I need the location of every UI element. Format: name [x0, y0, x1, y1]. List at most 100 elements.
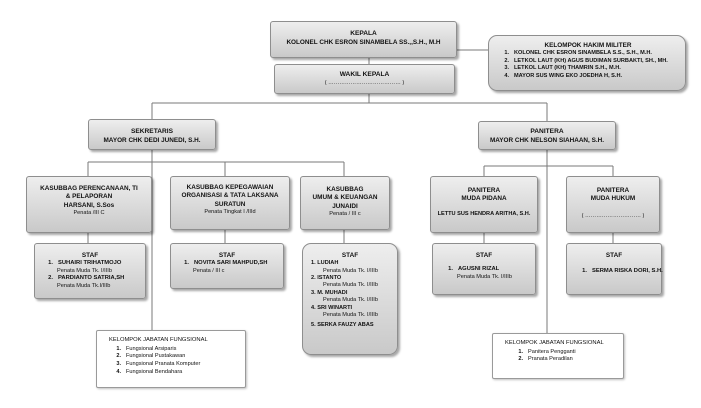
hakim-item-num: 4.	[504, 72, 509, 79]
fungsional-item: 2.Pranata Peradilan	[511, 356, 619, 364]
panmud-hukum-box: PANITERA MUDA HUKUM ( ………………………… )	[566, 176, 660, 233]
hakim-item-num: 3.	[504, 65, 509, 72]
staf-member: 3. M. MUHADI	[311, 290, 397, 297]
fungsional-item-num: 2.	[116, 353, 121, 360]
staf-member-name: SERMA RISKA DORI, S.H.	[592, 268, 663, 275]
hakim-item-num: 1.	[504, 50, 509, 57]
kepala-box: KEPALA KOLONEL CHK ESRON SINAMBELA SS.,,…	[270, 21, 457, 58]
panmud-pidana-line2: MUDA PIDANA	[461, 195, 507, 203]
staf-member-rank: Penata Muda Tk. I/IIIb	[323, 311, 378, 318]
wakil-name: ( ………………………………… )	[324, 79, 405, 86]
staf-member-num: 1.	[311, 260, 316, 267]
kasubbag-umum-rank: Penata / III c	[329, 210, 361, 217]
staf-member-rank: Penata Muda Tk. I/IIIb	[323, 297, 378, 304]
fungsional-item-text: Fungsional Bendahara	[126, 369, 183, 376]
hakim-box: KELOMPOK HAKIM MILITER 1. KOLONEL CHK ESR…	[488, 35, 686, 91]
staf-member: 1. NOVITA SARI MAHPUD,SH	[177, 260, 283, 268]
fungsional-item-text: Fungsional Pranata Komputer	[126, 361, 201, 368]
fungsional-kepaniteraan-box: KELOMPOK JABATAN FUNGSIONAL 1.Panitera P…	[492, 333, 624, 379]
staf-umum-box: STAF 1. LUDIAH Penata Muda Tk. I/IIIb 2.…	[302, 243, 398, 355]
fungsional-item-text: Pranata Peradilan	[528, 356, 573, 363]
panitera-name: MAYOR CHK NELSON SIAHAAN, S.H.	[489, 136, 605, 144]
kasubbag-kepegawaian-box: KASUBBAG KEPEGAWAIAN ORGANISASI & TATA L…	[170, 176, 290, 230]
fungsional-item-text: Fungsional Pustakawan	[126, 353, 186, 360]
staf-member-name: SERKA FAUZY ABAS	[317, 322, 374, 329]
hakim-item-text: LETKOL LAUT (KH) THAMRIN S.H., M.H.	[514, 65, 621, 72]
kasubbag-kepegawaian-line1: KASUBBAG KEPEGAWAIAN	[186, 184, 274, 191]
panmud-pidana-line1: PANITERA	[467, 187, 501, 194]
staf-member-name: NOVITA SARI MAHPUD,SH	[194, 260, 268, 267]
staf-member-name: ISTANTO	[317, 275, 342, 282]
staf-kepegawaian-box: STAF 1. NOVITA SARI MAHPUD,SH Penata / II…	[170, 243, 284, 289]
panmud-pidana-name: LETTU SUS HENDRA ARITHA, S.H.	[437, 210, 531, 217]
kasubbag-perencanaan-rank: Penata /III C	[73, 209, 105, 216]
hakim-item-text: MAYOR SUS WING EKO JOEDHA H, S.H.	[514, 72, 623, 79]
fungsional-sekretariat-box: KELOMPOK JABATAN FUNGSIONAL 1. Fungsional…	[96, 330, 246, 388]
fungsional-item: 1. Fungsional Arsiparis	[109, 346, 241, 354]
staf-member-rank: Penata Muda Tk.I/IIIb	[57, 282, 111, 289]
staf-umum-title: STAF	[341, 252, 359, 259]
staf-member: 2. ISTANTO	[311, 275, 397, 282]
staf-member-name: SUHAIRI TRIHATMOJO	[58, 260, 122, 267]
staf-hukum-box: STAF 1. SERMA RISKA DORI, S.H.	[566, 243, 663, 295]
kasubbag-perencanaan-name: HARSANI, S.Sos	[63, 201, 115, 209]
staf-member-name: M. MUHADI	[317, 289, 348, 296]
hakim-item: 3. LETKOL LAUT (KH) THAMRIN S.H., M.H.	[497, 65, 679, 73]
staf-member-num: 4.	[311, 304, 316, 311]
kasubbag-perencanaan-line2: & PELAPORAN	[65, 193, 113, 201]
hakim-item-text: KOLONEL CHK ESRON SINAMBELA S.S., S.H., …	[514, 50, 652, 57]
staf-member-rank: Penata / III c	[193, 267, 225, 274]
panmud-hukum-line1: PANITERA	[596, 187, 630, 194]
fungsional-item-num: 4.	[116, 369, 121, 376]
staf-member-name: AGUSNI RIZAL	[458, 266, 500, 273]
staf-pidana-title: STAF	[475, 252, 493, 259]
staf-member-num: 3.	[311, 289, 316, 296]
hakim-item: 2. LETKOL LAUT (KH) AGUS BUDIMAN SURBAKTI…	[497, 58, 679, 66]
fungsional-kepaniteraan-title: KELOMPOK JABATAN FUNGSIONAL	[505, 340, 604, 346]
staf-member-name: SRI WINARTI	[317, 304, 353, 311]
staf-member-num: 1.	[184, 260, 189, 267]
staf-member-num: 1.	[582, 268, 587, 275]
fungsional-item-num: 1.	[116, 345, 121, 352]
kasubbag-umum-line2: UMUM & KEUANGAN	[312, 194, 378, 202]
staf-hukum-title: STAF	[605, 252, 623, 259]
staf-member-num: 1.	[48, 260, 53, 267]
hakim-item: 1. KOLONEL CHK ESRON SINAMBELA S.S., S.H.…	[497, 50, 679, 58]
staf-member-num: 5.	[311, 322, 316, 329]
staf-member-num: 1.	[448, 266, 453, 273]
hakim-item-num: 2.	[504, 57, 509, 64]
fungsional-item: 1.Panitera Pengganti	[511, 349, 619, 357]
kepala-title: KEPALA	[350, 30, 377, 37]
staf-member: 1. SERMA RISKA DORI, S.H.	[575, 268, 663, 276]
hakim-item-text: LETKOL LAUT (KH) AGUS BUDIMAN SURBAKTI, …	[514, 57, 668, 64]
fungsional-item: 4. Fungsional Bendahara	[109, 369, 241, 377]
staf-member: 4. SRI WINARTI	[311, 305, 397, 312]
staf-member: 1. SUHAIRI TRIHATMOJO	[41, 260, 145, 268]
fungsional-sekretariat-title: KELOMPOK JABATAN FUNGSIONAL	[109, 337, 208, 343]
panitera-box: PANITERA MAYOR CHK NELSON SIAHAAN, S.H.	[478, 121, 616, 150]
fungsional-item-num: 3.	[116, 361, 121, 368]
staf-member-name: LUDIAH	[317, 260, 339, 267]
kasubbag-perencanaan-box: KASUBBAG PERENCANAAN, TI & PELAPORAN HAR…	[26, 176, 152, 233]
fungsional-item: 2. Fungsional Pustakawan	[109, 353, 241, 361]
sekretaris-title: SEKRETARIS	[130, 128, 173, 135]
panmud-hukum-name: ( ………………………… )	[581, 212, 645, 219]
staf-member-rank: Penata Muda Tk. I/IIIb	[323, 282, 378, 289]
staf-member-rank: Penata Muda Tk. I/IIIb	[323, 267, 378, 274]
kasubbag-kepegawaian-line2: ORGANISASI & TATA LAKSANA	[181, 192, 279, 200]
staf-kepegawaian-title: STAF	[218, 252, 236, 259]
staf-pidana-box: STAF 1.AGUSNI RIZAL Penata Muda Tk. I/II…	[432, 243, 536, 295]
kasubbag-kepegawaian-rank: Penata Tingkat I /IIId	[204, 208, 256, 215]
wakil-title: WAKIL KEPALA	[339, 71, 390, 78]
hakim-item: 4. MAYOR SUS WING EKO JOEDHA H, S.H.	[497, 73, 679, 81]
staf-member: 2.PARDIANTO SATRIA,SH	[41, 275, 145, 283]
panitera-title: PANITERA	[530, 128, 564, 135]
staf-perencanaan-title: STAF	[81, 252, 99, 259]
kasubbag-umum-line1: KASUBBAG	[326, 186, 364, 193]
staf-member-rank: Penata Muda Tk. I/IIIb	[57, 267, 112, 274]
fungsional-item-text: Fungsional Arsiparis	[126, 345, 177, 352]
hakim-title: KELOMPOK HAKIM MILITER	[544, 42, 632, 49]
kasubbag-perencanaan-line1: KASUBBAG PERENCANAAN, TI	[40, 185, 138, 192]
